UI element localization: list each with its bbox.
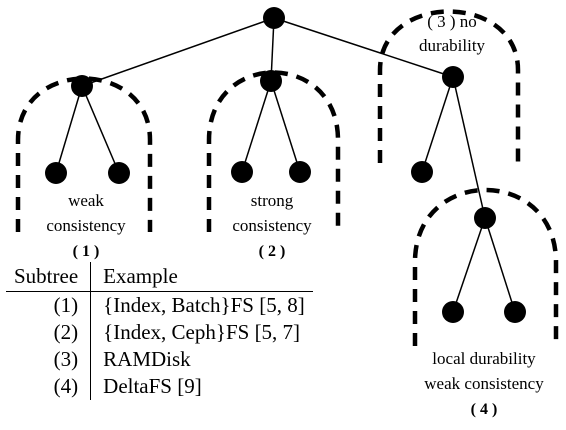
subtree-4-number: ( 4 ) — [471, 401, 498, 418]
edge-root-n1 — [81, 17, 275, 87]
node-subtree-4-root — [474, 207, 496, 229]
table-row: (2) {Index, Ceph}FS [5, 7] — [6, 319, 313, 346]
cell-subtree: (2) — [6, 319, 92, 346]
subtree-3-label-line2: durability — [419, 36, 486, 55]
header-example: Example — [90, 262, 313, 292]
node-leaf — [504, 301, 526, 323]
subtree-1-label-line2: consistency — [46, 216, 126, 235]
edge-n2-leaf2 — [270, 80, 301, 173]
node-subtree-1-root — [71, 75, 93, 97]
cell-subtree: (4) — [6, 373, 92, 400]
cell-example: {Index, Ceph}FS [5, 7] — [103, 320, 301, 344]
edge-n3-n4 — [452, 76, 486, 219]
subtree-2-label-line2: consistency — [232, 216, 312, 235]
cell-example: {Index, Batch}FS [5, 8] — [103, 293, 305, 317]
subtree-3-label-line1: ( 3 ) no — [427, 12, 477, 31]
subtree-4-label-line2: weak consistency — [424, 374, 544, 393]
table-header-row: Subtree Example — [6, 262, 313, 292]
table-row: (4) DeltaFS [9] — [6, 373, 313, 400]
node-leaf — [442, 301, 464, 323]
subtree-1-boundary — [15, 76, 153, 232]
subtree-2-boundary — [206, 70, 341, 232]
edge-n4-leaf1 — [452, 217, 486, 313]
subtree-3-boundary — [377, 9, 521, 163]
subtree-2-number: ( 2 ) — [259, 243, 286, 260]
node-leaf — [45, 162, 67, 184]
cell-subtree: (3) — [6, 346, 92, 373]
cell-example: DeltaFS [9] — [103, 374, 202, 398]
subtree-2-label-line1: strong — [251, 191, 294, 210]
table-row: (3) RAMDisk — [6, 346, 313, 373]
cell-subtree: (1) — [6, 291, 92, 319]
header-subtree: Subtree — [6, 262, 92, 292]
edge-root-n3 — [273, 17, 454, 78]
subtree-examples-table: Subtree Example (1) {Index, Batch}FS [5,… — [6, 262, 313, 400]
edge-n3-leaf — [421, 76, 454, 173]
subtree-boundaries — [15, 9, 559, 346]
tree-nodes — [45, 7, 526, 323]
subtree-1-number: ( 1 ) — [73, 243, 100, 260]
table-row: (1) {Index, Batch}FS [5, 8] — [6, 291, 313, 319]
edge-n1-leaf2 — [81, 85, 120, 174]
node-subtree-2-root — [260, 70, 282, 92]
edge-n4-leaf2 — [484, 217, 516, 313]
edge-n2-leaf1 — [241, 80, 272, 173]
node-leaf — [231, 161, 253, 183]
edge-n1-leaf1 — [55, 85, 83, 174]
node-leaf — [108, 162, 130, 184]
tree-edges — [55, 17, 516, 313]
subtree-1-label-line1: weak — [68, 191, 104, 210]
cell-example: RAMDisk — [103, 347, 191, 371]
node-subtree-3-root — [442, 66, 464, 88]
subtree-4-label-line1: local durability — [432, 349, 536, 368]
node-leaf — [289, 161, 311, 183]
node-root — [263, 7, 285, 29]
node-leaf — [411, 161, 433, 183]
